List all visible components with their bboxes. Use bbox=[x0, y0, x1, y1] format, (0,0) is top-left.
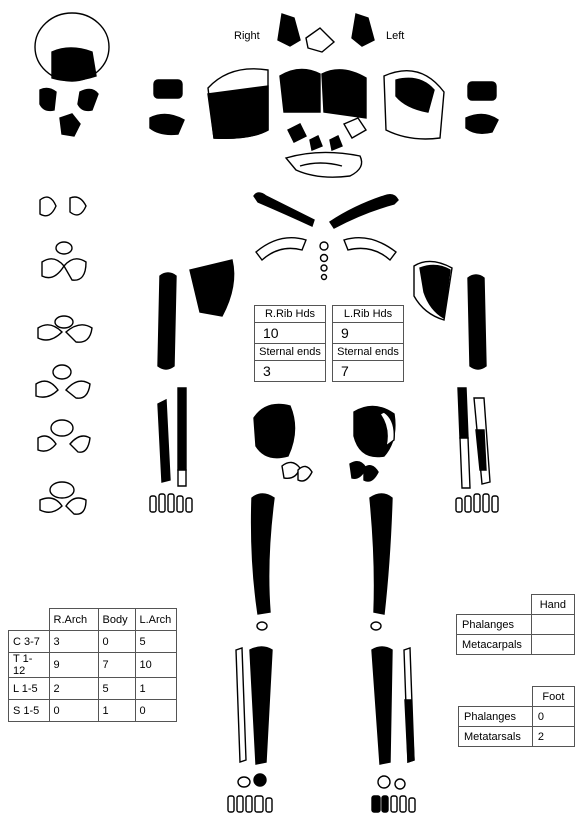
table-row: T 1-12 9 7 10 bbox=[9, 653, 177, 678]
right-forearm bbox=[158, 388, 186, 486]
rib-count-table: R.Rib Hds L.Rib Hds 10 9 Sternal ends St… bbox=[254, 305, 404, 382]
femora bbox=[252, 494, 392, 614]
hand-table: Hand Phalanges Metacarpals bbox=[456, 594, 575, 655]
row-label: T 1-12 bbox=[9, 653, 50, 678]
table-row: L 1-5 2 5 1 bbox=[9, 678, 177, 700]
l-sternal-value: 7 bbox=[333, 361, 404, 382]
occipital-fragments bbox=[40, 88, 98, 136]
vertebrae-table: R.Arch Body L.Arch C 3-7 3 0 5 T 1-12 9 … bbox=[8, 608, 177, 722]
right-ilium bbox=[254, 405, 295, 458]
right-leg bbox=[236, 647, 272, 764]
row-label: L 1-5 bbox=[9, 678, 50, 700]
l-arch-cell: 1 bbox=[135, 678, 176, 700]
table-row: Phalanges 0 bbox=[459, 707, 575, 727]
r-rib-value: 10 bbox=[255, 323, 326, 344]
l-rib-value: 9 bbox=[333, 323, 404, 344]
row-label: Metacarpals bbox=[457, 635, 532, 655]
r-rib-header: R.Rib Hds bbox=[255, 306, 326, 323]
foot-title: Foot bbox=[532, 687, 574, 707]
hand-title: Hand bbox=[531, 595, 574, 615]
r-sternal-value: 3 bbox=[255, 361, 326, 382]
r-arch-cell: 3 bbox=[49, 631, 98, 653]
col-l-arch: L.Arch bbox=[135, 609, 176, 631]
vertebrae-header-row: R.Arch Body L.Arch bbox=[9, 609, 177, 631]
table-row: S 1-5 0 1 0 bbox=[9, 700, 177, 722]
table-row: Metatarsals 2 bbox=[459, 727, 575, 747]
table-row: Metacarpals bbox=[457, 635, 575, 655]
l-rib-header: L.Rib Hds bbox=[333, 306, 404, 323]
hand-bones bbox=[150, 494, 498, 512]
left-leg bbox=[372, 647, 414, 764]
r-sternal-header: Sternal ends bbox=[255, 344, 326, 361]
row-label: Phalanges bbox=[457, 615, 532, 635]
row-label: Phalanges bbox=[459, 707, 533, 727]
r-arch-cell: 0 bbox=[49, 700, 98, 722]
table-row: C 3-7 3 0 5 bbox=[9, 631, 177, 653]
col-r-arch: R.Arch bbox=[49, 609, 98, 631]
value-cell bbox=[531, 615, 574, 635]
value-cell: 0 bbox=[532, 707, 574, 727]
cranial-base-bones bbox=[278, 14, 374, 52]
r-arch-cell: 2 bbox=[49, 678, 98, 700]
l-arch-cell: 5 bbox=[135, 631, 176, 653]
body-cell: 0 bbox=[98, 631, 135, 653]
left-scapula bbox=[414, 261, 452, 320]
left-ilium bbox=[354, 406, 395, 456]
value-cell: 2 bbox=[532, 727, 574, 747]
l-sternal-header: Sternal ends bbox=[333, 344, 404, 361]
right-parietal bbox=[208, 69, 268, 139]
right-side-label: Right bbox=[234, 30, 260, 42]
body-cell: 1 bbox=[98, 700, 135, 722]
left-forearm bbox=[458, 388, 490, 488]
row-label: Metatarsals bbox=[459, 727, 533, 747]
foot-table: Foot Phalanges 0 Metatarsals 2 bbox=[458, 686, 575, 747]
patellae bbox=[257, 622, 381, 630]
facial-bones bbox=[286, 118, 366, 177]
clavicles bbox=[254, 193, 398, 228]
row-label: C 3-7 bbox=[9, 631, 50, 653]
sternum-segments bbox=[320, 242, 328, 280]
right-scapula bbox=[190, 260, 234, 316]
r-arch-cell: 9 bbox=[49, 653, 98, 678]
vertebrae-column bbox=[36, 197, 92, 514]
value-cell bbox=[531, 635, 574, 655]
body-cell: 7 bbox=[98, 653, 135, 678]
left-side-label: Left bbox=[386, 30, 404, 42]
foot-bones bbox=[228, 774, 415, 812]
left-parietal bbox=[384, 71, 444, 139]
l-arch-cell: 10 bbox=[135, 653, 176, 678]
central-skull-bones bbox=[280, 69, 366, 118]
l-arch-cell: 0 bbox=[135, 700, 176, 722]
body-cell: 5 bbox=[98, 678, 135, 700]
row-label: S 1-5 bbox=[9, 700, 50, 722]
table-row: Phalanges bbox=[457, 615, 575, 635]
pubis-ischium bbox=[282, 462, 378, 481]
frontal-bone bbox=[35, 13, 109, 81]
col-body: Body bbox=[98, 609, 135, 631]
